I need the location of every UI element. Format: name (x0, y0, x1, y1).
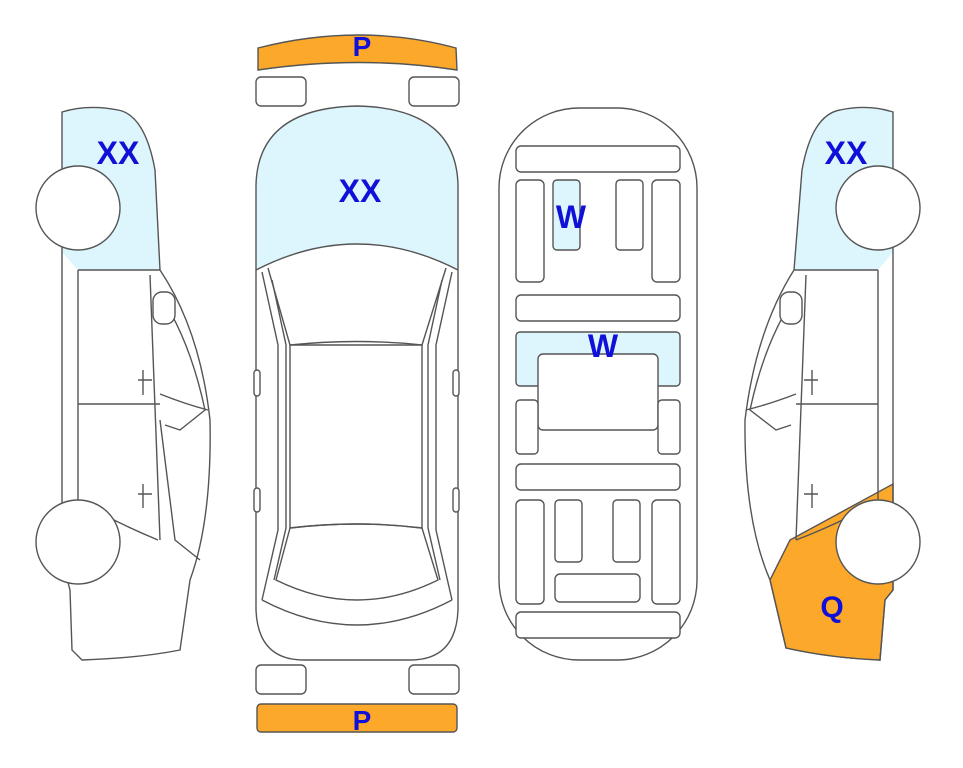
windshield-zone[interactable] (256, 106, 458, 270)
right-side-rear-label: XX (825, 135, 868, 171)
rear-seat-right-side (651, 179, 681, 283)
left-roof-rail (261, 271, 279, 601)
rear-seat-back (515, 294, 681, 322)
front-bumper-area: P (255, 31, 460, 107)
right-inner-rail (427, 279, 443, 581)
rear-seat-left-side (515, 179, 545, 283)
left-front-handle (138, 370, 152, 395)
left-lower-line (159, 419, 201, 561)
right-front-wheel (835, 499, 921, 585)
right-rear-wheel (835, 165, 921, 251)
rear-right-taillight (408, 664, 460, 695)
right-front-handle (804, 370, 818, 395)
left-side-view: XX (35, 106, 211, 661)
left-window-line (77, 270, 159, 541)
rear-seat-cushion-right (615, 179, 644, 251)
rear-seat-cushion-left[interactable] (552, 179, 581, 251)
center-tunnel (554, 573, 641, 603)
left-rear-wheel (35, 165, 121, 251)
left-rear-handle-side (138, 484, 152, 508)
left-mirror (253, 369, 261, 397)
front-footwell-left (515, 499, 545, 605)
front-left-headlight (255, 76, 307, 107)
top-view-body-outline (255, 105, 459, 661)
front-right-headlight (408, 76, 460, 107)
front-pedal-left (554, 499, 583, 563)
right-rear-handle-side (804, 484, 818, 508)
front-seat-left (515, 399, 539, 455)
rear-shelf (515, 145, 681, 173)
left-side-rear-label: XX (97, 135, 140, 171)
front-footwell-right (651, 499, 681, 605)
rear-bumper-area: P (255, 664, 460, 736)
front-bumper-zone[interactable] (257, 34, 458, 71)
right-side-view: XX Q (744, 106, 921, 661)
interior-view: W W (498, 107, 698, 661)
front-seat-right (657, 399, 681, 455)
top-view-car: XX (253, 105, 460, 661)
right-mirror (452, 369, 460, 397)
right-pillar-line (795, 274, 807, 541)
left-body-outline (61, 106, 211, 661)
front-bulkhead (515, 611, 681, 639)
front-pedal-right (612, 499, 641, 563)
left-front-wheel (35, 499, 121, 585)
right-rear-handle (452, 487, 460, 513)
left-inner-rail (271, 279, 287, 581)
right-mirror-side (779, 291, 803, 325)
sunroof-panel (537, 353, 659, 431)
interior-rear-label: W (556, 199, 587, 235)
right-side-front-label: Q (820, 591, 843, 624)
hood-line (255, 243, 459, 271)
windshield-frame (267, 267, 447, 346)
right-body-outline (744, 106, 894, 661)
trunk-line (261, 599, 453, 626)
front-bumper-label: P (353, 31, 372, 62)
rear-bumper-zone[interactable] (256, 703, 458, 733)
left-belt-line (159, 393, 209, 411)
rear-window (275, 523, 439, 601)
dashboard (515, 463, 681, 491)
windshield-label: XX (339, 173, 382, 209)
right-roof-rail (435, 271, 453, 601)
left-rear-handle (253, 487, 261, 513)
interior-outline (498, 107, 698, 661)
interior-middle-label: W (588, 328, 619, 364)
rear-bumper-label: P (353, 705, 372, 736)
roof-panel (289, 340, 423, 529)
left-pillar-line (149, 274, 161, 541)
rear-left-taillight (255, 664, 307, 695)
left-mirror-side (152, 291, 176, 325)
